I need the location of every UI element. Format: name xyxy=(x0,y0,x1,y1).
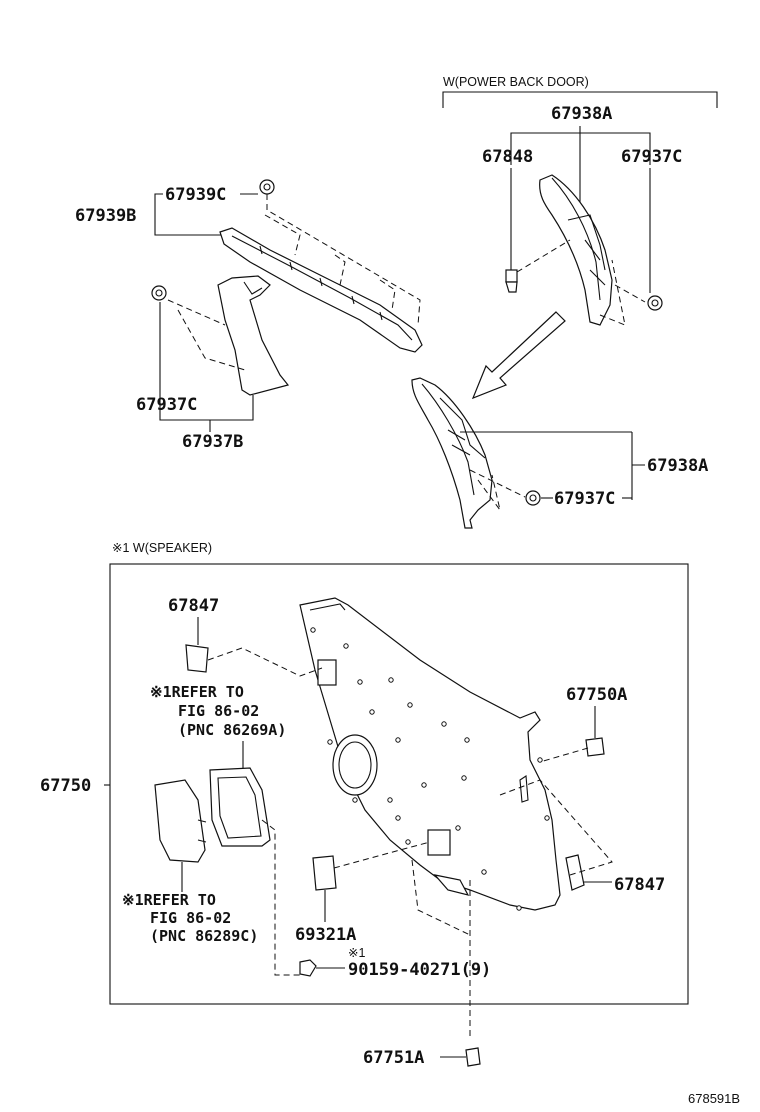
power-back-door-label: W(POWER BACK DOOR) xyxy=(443,75,589,89)
leader-67937B xyxy=(159,302,254,421)
speaker-opening xyxy=(332,734,378,796)
trim-board-frame xyxy=(109,563,689,1005)
part-number-67939B: 67939B xyxy=(75,206,136,226)
clip-67937C-left-icon xyxy=(151,285,167,301)
panel-cutout-upper xyxy=(317,659,337,686)
direction-arrow-icon xyxy=(471,311,566,400)
part-number-67751A: 67751A xyxy=(363,1048,424,1068)
part-number-67847-top: 67847 xyxy=(168,596,219,616)
leader-67939B xyxy=(154,193,222,236)
part-number-69321A: 69321A xyxy=(295,925,356,945)
clip-90159-icon xyxy=(299,959,317,977)
cover-67847-right: 67847 xyxy=(499,779,665,895)
power-back-door-bracket xyxy=(442,91,718,108)
panel-cutout-lower xyxy=(427,829,451,856)
part-number-67750: 67750 xyxy=(40,776,91,796)
part-number-67937C-top: 67937C xyxy=(621,147,682,167)
part-number-67937B: 67937B xyxy=(182,432,243,452)
d-pillar-garnish-upper xyxy=(505,174,663,326)
part-number-67750A: 67750A xyxy=(566,685,627,705)
roof-side-garnish-group: 67939C 67939B 67937C 67937B xyxy=(75,179,423,452)
refer-note-1-line2: FIG 86-02 xyxy=(178,702,259,720)
mark-1: ※1 xyxy=(348,946,365,960)
d-pillar-garnish-lower: 67938A 67937C xyxy=(411,377,708,529)
power-back-door-group: W(POWER BACK DOOR) 67938A 67848 67937C xyxy=(442,75,718,293)
clip-67939C-icon xyxy=(259,179,275,195)
refer-note-2-line2: FIG 86-02 xyxy=(150,909,231,927)
clip-67751A-icon xyxy=(465,1047,481,1067)
clip-67937C-top-icon xyxy=(647,295,663,311)
refer-note-2-line1: ※1REFER TO xyxy=(122,891,216,909)
part-number-67847-right: 67847 xyxy=(614,875,665,895)
part-number-67937C-mid: 67937C xyxy=(554,489,615,509)
part-number-67937C-left: 67937C xyxy=(136,395,197,415)
part-number-90159: 90159-40271(9) xyxy=(348,960,491,980)
cover-67847-right-icon xyxy=(565,854,585,891)
speaker-grille-frame xyxy=(154,767,300,976)
cover-69321A-icon xyxy=(312,855,337,891)
clip-67937C-mid-icon xyxy=(525,490,541,506)
leader-67938A-mid-bracket xyxy=(631,432,645,500)
clip-90159: ※1 90159-40271(9) xyxy=(299,946,491,980)
quarter-pillar-trim xyxy=(217,275,290,396)
refer-note-1-line3: (PNC 86269A) xyxy=(178,721,286,739)
back-door-trim-board xyxy=(299,597,561,911)
part-number-67848: 67848 xyxy=(482,147,533,167)
clip-67750A: 67750A xyxy=(539,685,627,763)
part-number-67938A-top: 67938A xyxy=(551,104,612,124)
part-number-67938A-mid: 67938A xyxy=(647,456,708,476)
refer-note-1-line1: ※1REFER TO xyxy=(150,683,244,701)
speaker-note: ※1 W(SPEAKER) xyxy=(112,541,212,555)
cover-67847-upper-icon xyxy=(185,644,209,673)
clip-67751A: 67751A xyxy=(363,1047,481,1068)
refer-note-2-line3: (PNC 86289C) xyxy=(150,927,258,945)
diagram-code: 678591B xyxy=(688,1091,740,1106)
speaker-grille-cover xyxy=(154,779,206,863)
cover-69321A: 69321A xyxy=(295,841,431,945)
part-number-67939C: 67939C xyxy=(165,185,226,205)
cover-67847-upper: 67847 xyxy=(168,596,323,677)
clip-67750A-icon xyxy=(585,737,605,757)
